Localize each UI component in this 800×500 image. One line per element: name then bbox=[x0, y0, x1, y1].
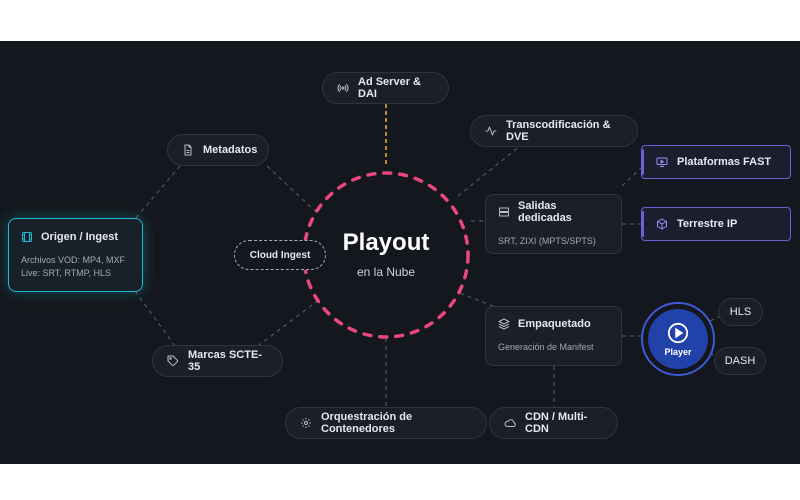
orquestacion-node[interactable]: Orquestración de Contenedores bbox=[285, 407, 487, 439]
origen-ingest-node[interactable]: Origen / Ingest Archivos VOD: MP4, MXF L… bbox=[8, 218, 143, 292]
metadatos-node[interactable]: Metadatos bbox=[167, 134, 269, 166]
marcas-scte35-node[interactable]: Marcas SCTE-35 bbox=[152, 345, 283, 377]
film-icon bbox=[21, 231, 33, 243]
empaquetado-node[interactable]: Empaquetado Generación de Manifest bbox=[485, 306, 622, 366]
plataformas-fast-node[interactable]: Plataformas FAST bbox=[641, 145, 791, 179]
link-marcas bbox=[257, 298, 321, 347]
ad-server-node[interactable]: Ad Server & DAI bbox=[322, 72, 449, 104]
origen-live-line: Live: SRT, RTMP, HLS bbox=[21, 267, 112, 278]
broadcast-icon bbox=[337, 82, 349, 94]
hls-node[interactable]: HLS bbox=[718, 298, 763, 326]
salidas-label: Salidas dedicadas bbox=[518, 200, 572, 224]
playout-subtitle: en la Nube bbox=[356, 265, 416, 279]
ad-server-label: Ad Server & DAI bbox=[358, 76, 421, 100]
terrestre-ip-node[interactable]: Terrestre IP bbox=[641, 207, 791, 241]
cdn-node[interactable]: CDN / Multi-CDN bbox=[489, 407, 618, 439]
gear-icon bbox=[300, 417, 312, 429]
tv-icon bbox=[656, 156, 668, 168]
link-transcod bbox=[457, 145, 521, 197]
cloud-icon bbox=[504, 417, 516, 429]
marcas-label: Marcas SCTE-35 bbox=[188, 349, 262, 373]
fast-label: Plataformas FAST bbox=[677, 156, 772, 168]
activity-icon bbox=[485, 125, 497, 137]
player-label: Player bbox=[664, 346, 692, 357]
hls-label: HLS bbox=[729, 306, 752, 318]
server-icon bbox=[498, 206, 510, 218]
salidas-sub: SRT, ZIXI (MPTS/SPTS) bbox=[498, 236, 596, 246]
metadatos-label: Metadatos bbox=[203, 144, 258, 156]
document-icon bbox=[182, 144, 194, 156]
cloud-ingest-badge[interactable]: Cloud Ingest bbox=[234, 240, 326, 270]
empaquetado-sub: Generación de Manifest bbox=[498, 342, 594, 352]
link-marcas-origen bbox=[134, 290, 176, 347]
dash-node[interactable]: DASH bbox=[714, 347, 766, 375]
origen-vod-line: Archivos VOD: MP4, MXF bbox=[21, 254, 126, 265]
player-node[interactable]: Player bbox=[641, 302, 715, 376]
link-fast bbox=[621, 167, 642, 187]
playout-title: Playout bbox=[342, 229, 430, 256]
play-icon bbox=[667, 322, 689, 344]
link-metadatos-origen bbox=[134, 165, 181, 220]
terrestre-label: Terrestre IP bbox=[677, 218, 738, 230]
orquestacion-label: Orquestración de Contenedores bbox=[321, 411, 413, 435]
dash-label: DASH bbox=[724, 355, 756, 367]
origen-label: Origen / Ingest bbox=[41, 230, 119, 243]
empaquetado-label: Empaquetado bbox=[518, 318, 591, 330]
cube-icon bbox=[656, 218, 668, 230]
cdn-label: CDN / Multi-CDN bbox=[525, 411, 588, 435]
layers-icon bbox=[498, 318, 510, 330]
salidas-dedicadas-node[interactable]: Salidas dedicadas SRT, ZIXI (MPTS/SPTS) bbox=[485, 194, 622, 254]
transcodificacion-node[interactable]: Transcodificación & DVE bbox=[470, 115, 638, 147]
diagram-canvas: Playout en la Nube Cloud Ingest Ad Serve… bbox=[0, 41, 800, 464]
link-metadatos bbox=[266, 165, 316, 212]
tag-icon bbox=[167, 355, 179, 367]
transcodificacion-label: Transcodificación & DVE bbox=[506, 119, 611, 143]
